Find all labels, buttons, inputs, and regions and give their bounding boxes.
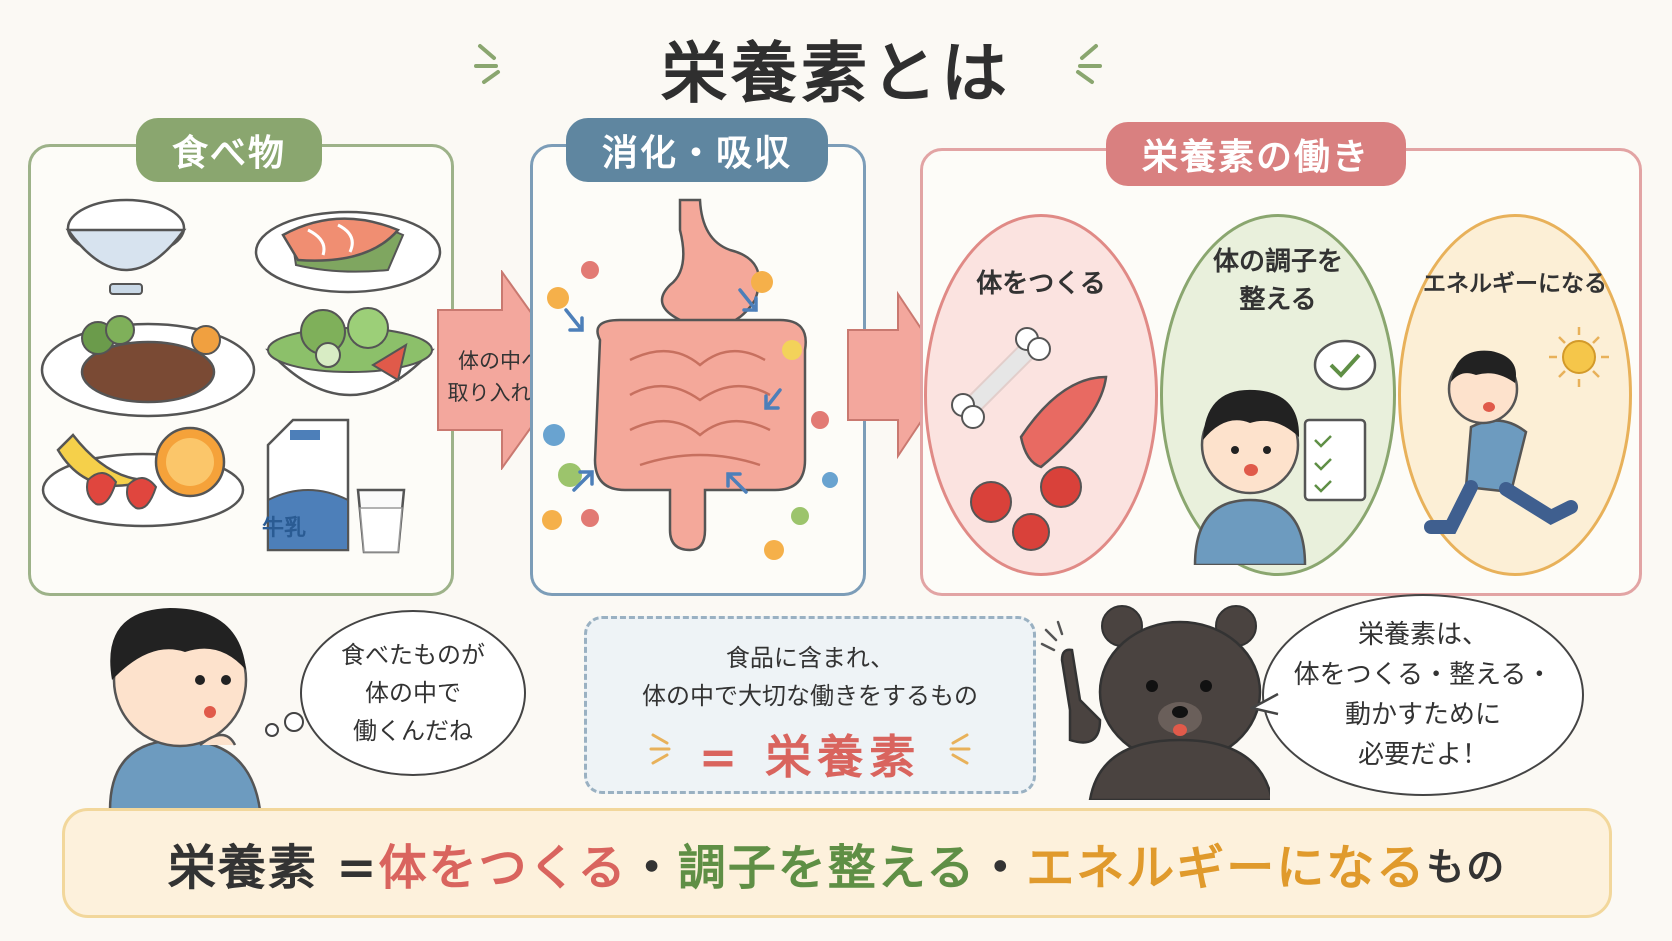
function-oval-energy: エネルギーになる: [1398, 214, 1632, 576]
summary-nutrient: 栄養素 =: [167, 840, 379, 896]
digestion-label: 消化・吸収: [566, 118, 829, 182]
function-oval-build: 体をつくる: [924, 214, 1158, 576]
bear-speech-bubble: 栄養素は、 体をつくる・整える・ 動かすために 必要だよ！: [1262, 594, 1584, 796]
function-condition-line1: 体の調子を: [1212, 247, 1343, 277]
boy-thought-line2: 体の中で: [365, 679, 461, 707]
function-oval-condition: 体の調子を 整える: [1160, 214, 1396, 576]
bear-icon: [1040, 605, 1270, 800]
summary-energy: エネルギーになる: [1026, 840, 1427, 896]
intake-line1: 体の中へ: [458, 349, 542, 373]
sun-icon: [1549, 327, 1609, 387]
summary-mono: もの: [1426, 844, 1507, 889]
definition-box: 食品に含まれ、 体の中で大切な働きをするもの = 栄養素: [584, 616, 1036, 794]
page-title: 栄養素とは: [661, 35, 1011, 112]
milk-glass-icon: [356, 488, 406, 554]
definition-result: = 栄養素: [698, 730, 922, 784]
title-spark-left-icon: [474, 44, 500, 84]
thought-dots-icon: [265, 712, 304, 737]
thinking-boy-icon: [108, 608, 262, 810]
boy-checklist-icon: [1193, 339, 1377, 565]
bear-speech-tail-icon: [1250, 692, 1279, 716]
absorption-arrows: [564, 288, 782, 494]
summary-sep2: ・: [976, 840, 1027, 896]
definition-spark-left-icon: [649, 733, 671, 765]
function-condition-line2: 整える: [1239, 285, 1317, 315]
definition-spark-right-icon: [949, 733, 971, 765]
blood-cell-icon: [970, 466, 1082, 551]
bear-speech-line3: 動かすために: [1344, 700, 1501, 730]
milk-carton-icon: [266, 418, 350, 552]
milk-label: 牛乳: [262, 516, 307, 541]
salad-bowl-icon: [265, 307, 435, 397]
digestive-system-illustration: [542, 198, 838, 560]
bear-speech-line2: 体をつくる・整える・: [1293, 660, 1553, 690]
bear-speech-line4: 必要だよ！: [1357, 740, 1488, 770]
nutrient-particles: [542, 261, 838, 560]
bone-muscle-blood-icon: [951, 327, 1108, 551]
functions-label: 栄養素の働き: [1106, 122, 1407, 186]
intestine-icon: [593, 318, 807, 552]
food-label: 食べ物: [136, 118, 323, 182]
function-condition-label: 体の調子を 整える: [1163, 243, 1393, 319]
function-build-label: 体をつくる: [976, 269, 1106, 299]
title-spark-right-icon: [1076, 44, 1102, 84]
rice-bowl-icon: [65, 198, 187, 295]
fruit-plate-icon: [41, 426, 245, 528]
boy-thought-line1: 食べたものが: [341, 641, 485, 669]
boy-thought-line3: 働くんだね: [353, 717, 473, 745]
summary-condition: 調子を整える: [677, 840, 977, 896]
stomach-icon: [660, 198, 761, 328]
bone-icon: [951, 327, 1051, 429]
summary-build: 体をつくる: [378, 840, 628, 896]
definition-line1: 食品に含まれ、: [725, 644, 895, 672]
definition-line2: 体の中で大切な働きをするもの: [642, 682, 978, 710]
summary-bar: 栄養素 = 体をつくる ・ 調子を整える ・ エネルギーになる もの: [62, 808, 1612, 918]
function-energy-label: エネルギーになる: [1423, 271, 1607, 297]
boy-thought-bubble: 食べたものが 体の中で 働くんだね: [300, 610, 526, 776]
muscle-icon: [1019, 375, 1108, 469]
summary-sep1: ・: [627, 840, 678, 896]
steak-plate-icon: [40, 315, 256, 418]
running-boy-icon: [1424, 327, 1609, 534]
salmon-plate-icon: [254, 210, 442, 294]
bear-speech-line1: 栄養素は、: [1357, 620, 1488, 650]
food-illustrations: [40, 198, 442, 554]
